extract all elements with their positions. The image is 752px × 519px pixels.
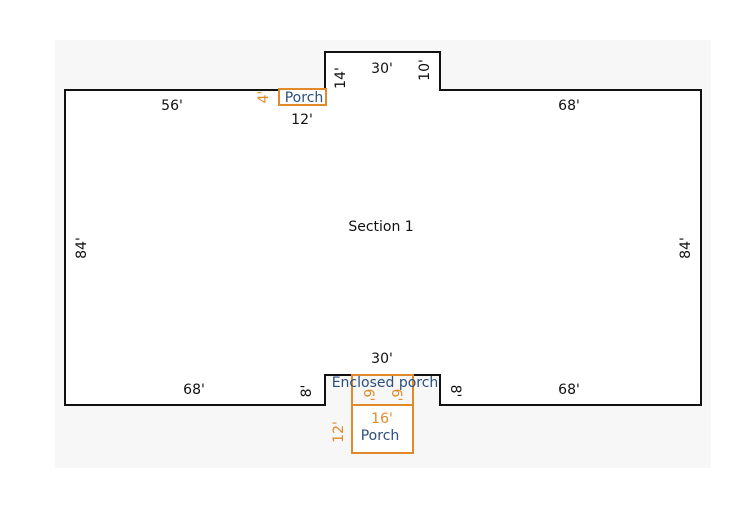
bottom-porch-label: Porch: [361, 428, 400, 444]
enclosed-porch-right-dim: 6': [388, 389, 404, 402]
dim-left: 84': [74, 237, 90, 259]
enclosed-porch-label: Enclosed porch: [332, 375, 439, 391]
bottom-porch-depth: 12': [331, 421, 347, 443]
bottom-porch-width: 16': [371, 411, 393, 427]
section-label: Section 1: [348, 219, 413, 235]
dim-top-right: 68': [558, 98, 580, 114]
dim-bump-right: 10': [417, 59, 433, 81]
dim-bottom-left: 68': [183, 382, 205, 398]
dim-bump-top: 30': [371, 61, 393, 77]
dim-bump-left: 14': [333, 67, 349, 89]
top-porch-outline[interactable]: [278, 88, 327, 106]
dim-right: 84': [678, 237, 694, 259]
dim-notch-right: 8': [447, 385, 463, 398]
top-porch-width: 12': [291, 112, 313, 128]
dim-bottom-right: 68': [558, 382, 580, 398]
enclosed-porch-left-dim: 6': [360, 389, 376, 402]
dim-notch-left: 8': [299, 385, 315, 398]
dim-notch-top: 30': [371, 351, 393, 367]
top-porch-depth: 4': [256, 91, 272, 104]
top-porch-label: Porch: [285, 90, 324, 106]
section-outline[interactable]: [64, 51, 702, 406]
dim-top-left: 56': [161, 98, 183, 114]
bottom-porch-outline[interactable]: [351, 404, 414, 454]
